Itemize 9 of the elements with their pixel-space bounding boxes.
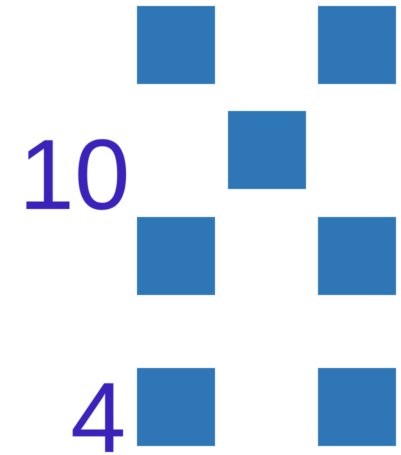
number-label: 10 xyxy=(18,125,130,225)
number-label: 4 xyxy=(70,368,126,455)
square xyxy=(318,368,396,446)
square xyxy=(137,368,215,446)
square xyxy=(228,111,306,189)
square xyxy=(318,217,396,295)
square xyxy=(137,6,215,84)
square xyxy=(318,6,396,84)
square xyxy=(137,217,215,295)
